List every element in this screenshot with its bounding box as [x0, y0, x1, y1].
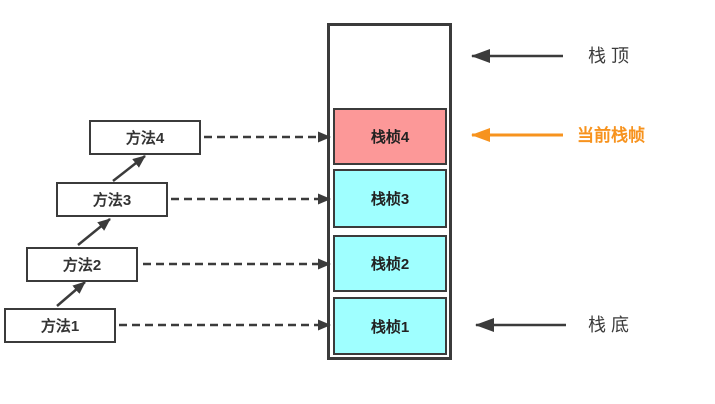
method-label: 方法3: [92, 192, 132, 209]
stack-frame-1: 栈桢1: [333, 297, 447, 355]
method-box-1: 方法1: [4, 308, 116, 343]
stack-top-label: 栈 顶: [588, 46, 630, 66]
method-box-2: 方法2: [26, 247, 138, 282]
method-label: 方法1: [40, 318, 80, 335]
stack-frame-2: 栈桢2: [333, 235, 447, 292]
method-label: 方法2: [62, 257, 102, 274]
stack-frame-4-current: 栈桢4: [333, 108, 447, 165]
frame-label: 栈桢2: [370, 256, 410, 273]
call-arrow-method3-to-method4: [112, 155, 146, 182]
frame-label: 栈桢4: [370, 129, 410, 146]
frame-label: 栈桢1: [370, 318, 410, 336]
call-arrow-method1-to-method2: [56, 281, 86, 307]
stack-frame-3: 栈桢3: [333, 169, 447, 228]
stack-bottom-label: 栈 底: [588, 315, 630, 335]
method-box-4: 方法4: [89, 120, 201, 155]
frame-label: 栈桢3: [370, 191, 410, 208]
method-box-3: 方法3: [56, 182, 168, 217]
call-arrow-method2-to-method3: [77, 218, 111, 246]
method-label: 方法4: [125, 130, 165, 147]
current-frame-label: 当前栈帧: [577, 126, 645, 145]
